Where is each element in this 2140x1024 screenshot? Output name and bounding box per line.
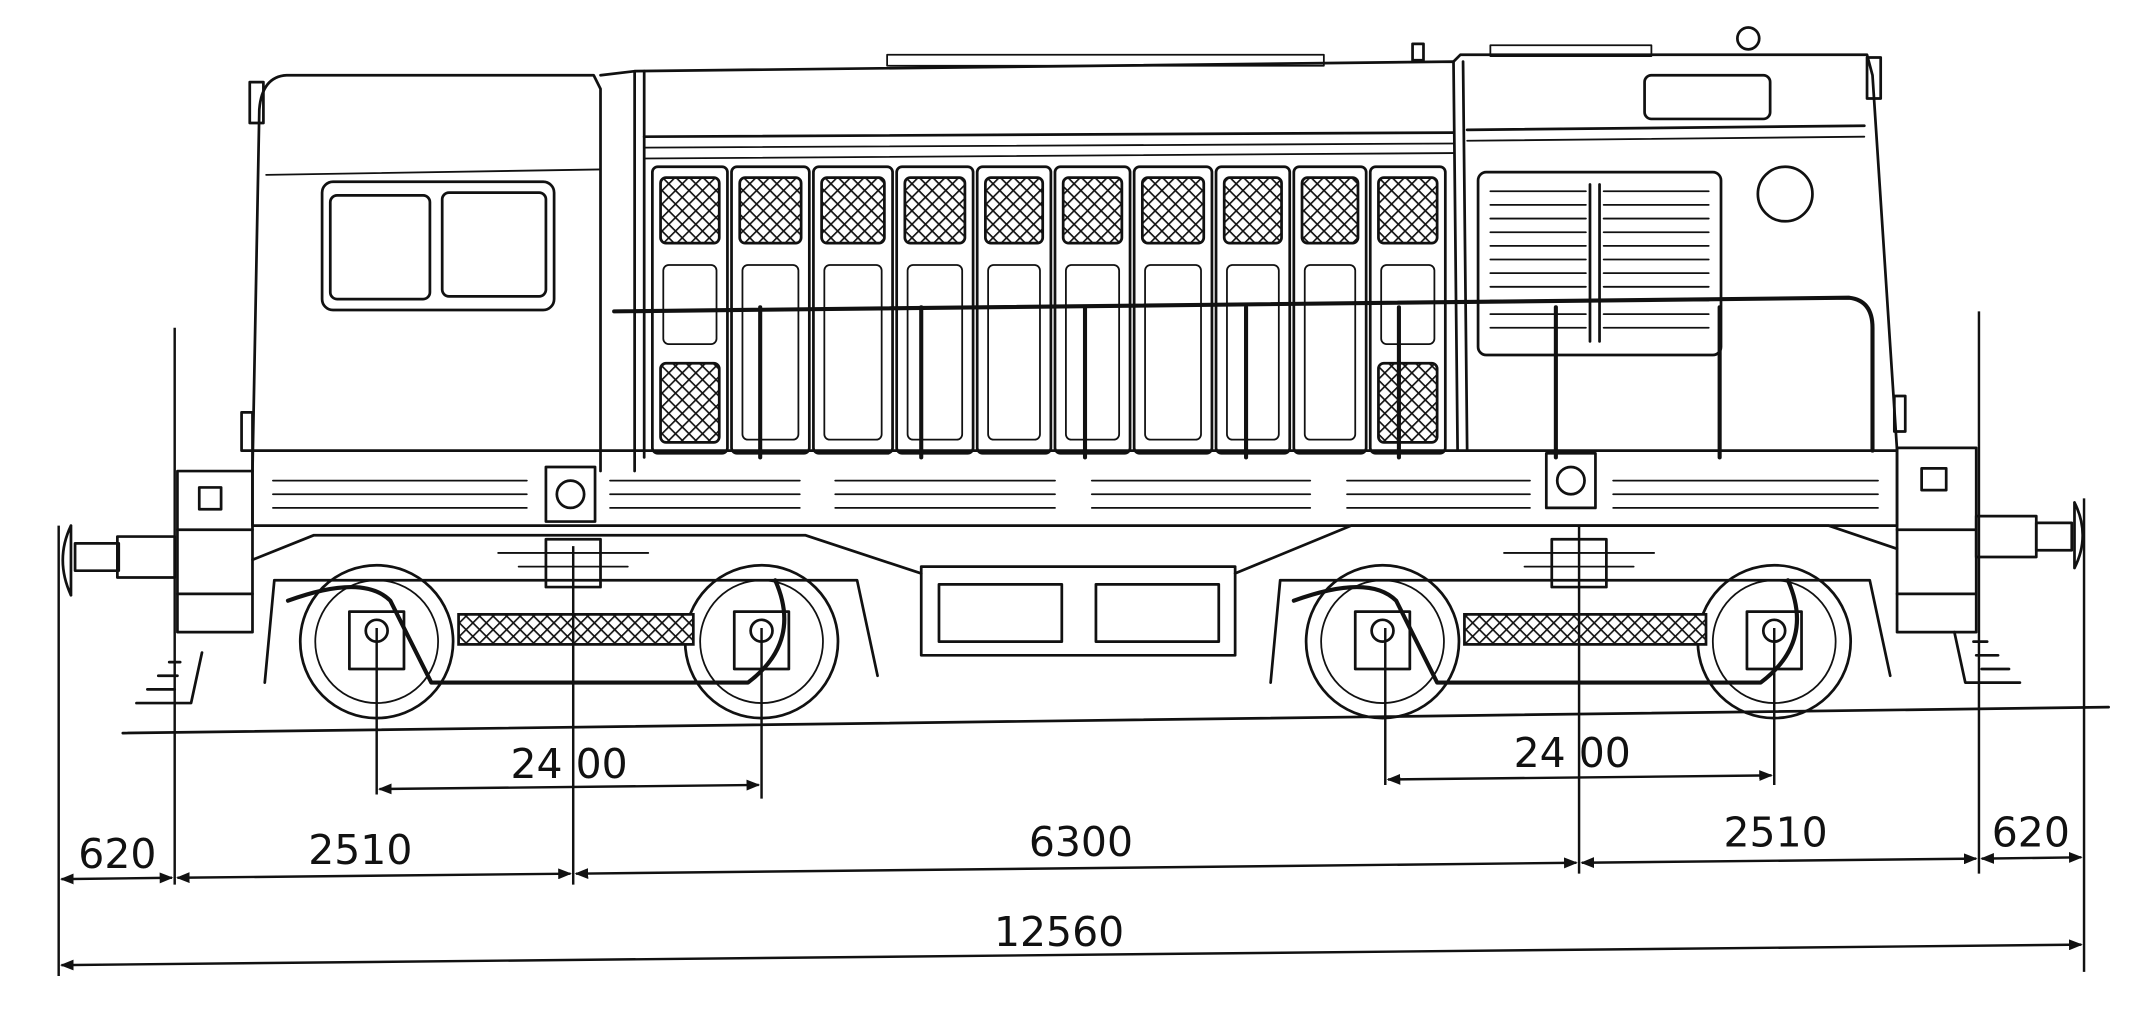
door-grille [1140, 176, 1206, 245]
equaliser-beam [285, 578, 787, 685]
pivot-cap [1555, 465, 1586, 496]
cab-window-left [328, 194, 432, 301]
dim-end-pivot-right: 2510 [1724, 808, 1828, 856]
rear-hood-outline [1452, 53, 1899, 452]
door-grille [659, 361, 721, 444]
hood-outline [599, 60, 1459, 473]
hood-door [1292, 165, 1368, 455]
door-grille [1377, 361, 1439, 444]
axle-hub [1370, 618, 1395, 644]
door-grille [903, 176, 967, 245]
door-panel [1065, 264, 1121, 441]
sill-panels [272, 451, 1879, 523]
cab-window-frame [320, 180, 556, 312]
door-panel [906, 264, 964, 441]
bogie [1269, 537, 1892, 720]
handrail-stanchions [758, 305, 1722, 460]
fuel-tank [919, 565, 1237, 657]
cab-lamp [248, 80, 265, 125]
dim-bogie-centers: 6300 [1029, 818, 1133, 866]
buffer-beam-right [1895, 446, 1978, 634]
buffer-left [61, 524, 177, 597]
equaliser-beam [1291, 578, 1800, 685]
door-grille [820, 176, 886, 245]
spring-pack [1463, 612, 1708, 646]
door-grille [1222, 176, 1283, 245]
frame-sill [251, 449, 1899, 528]
wheel [1304, 563, 1461, 720]
buffer-beam-left [176, 469, 254, 634]
dim-overhang-left: 620 [78, 830, 156, 878]
door-grille [738, 176, 803, 245]
door-panel [987, 264, 1041, 441]
buffer-right [1974, 501, 2084, 570]
bogie [263, 537, 879, 720]
door-grille [1061, 176, 1124, 245]
step-right [1953, 630, 2022, 684]
step-left [135, 651, 204, 705]
dim-overhang-right: 620 [1992, 808, 2070, 856]
door-panel [1303, 264, 1357, 441]
dim-overall-length: 12560 [994, 908, 1124, 956]
bogie-frame [263, 578, 879, 684]
door-grille [1377, 176, 1439, 245]
headlight-panel [1643, 73, 1772, 121]
pivot-cover [544, 465, 597, 523]
axle-box [1353, 610, 1412, 671]
door-panel [823, 264, 883, 441]
bogie-frame [1269, 578, 1892, 684]
handrail [612, 295, 1875, 453]
cab-window-right [440, 191, 548, 298]
door-grille [984, 176, 1045, 245]
door-grille [1300, 176, 1360, 245]
hood-door [1368, 165, 1447, 455]
spring-pack [457, 612, 695, 646]
hood-door [975, 165, 1053, 455]
door-grille [659, 176, 721, 245]
hood-door [1132, 165, 1214, 455]
door-panel [662, 264, 718, 346]
dimension-lines: 24 00 24 00 620 2510 6300 2510 620 12560 [57, 311, 2086, 977]
pivot-cover [1544, 451, 1597, 510]
dim-wheelbase-left: 24 00 [511, 740, 628, 788]
dim-wheelbase-right: 24 00 [1514, 729, 1631, 777]
hood-door [1053, 165, 1132, 455]
cab-outline [251, 73, 602, 473]
porthole [1756, 165, 1814, 223]
door-panel [1144, 264, 1202, 441]
locomotive-body [61, 26, 2084, 705]
hood-door [1214, 165, 1292, 455]
door-panel [741, 264, 800, 441]
radiator-grille [1476, 170, 1723, 357]
pivot-cap [555, 479, 586, 510]
dim-end-pivot-left: 2510 [308, 826, 412, 874]
door-panel [1226, 264, 1280, 441]
rail-line [121, 705, 2110, 735]
